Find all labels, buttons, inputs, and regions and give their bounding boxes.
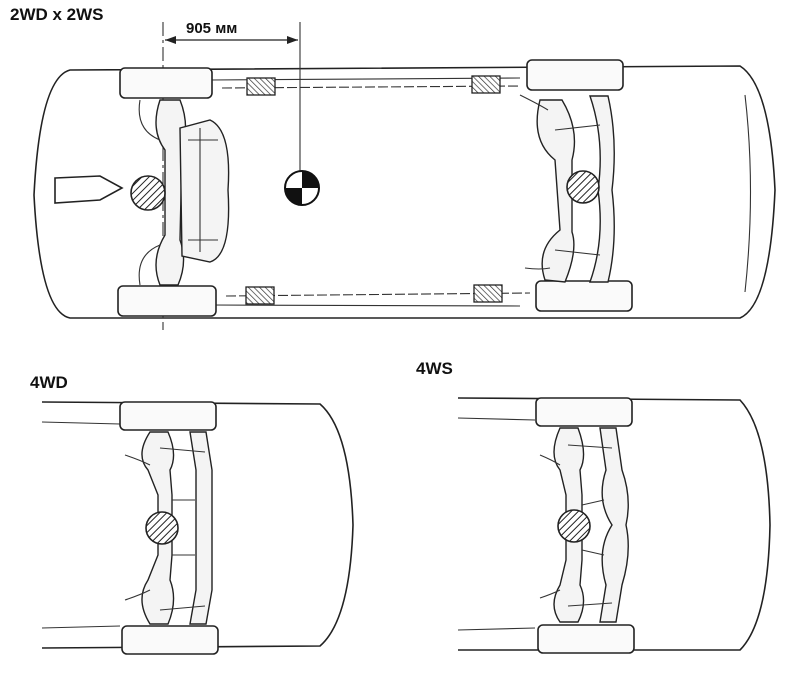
wheel-front-left <box>119 67 213 99</box>
label-2wd-2ws: 2WD x 2WS <box>10 5 104 24</box>
rear-steering-assembly-4ws <box>539 427 629 623</box>
rear-differential-icon <box>566 170 600 204</box>
line-bottom <box>225 284 531 305</box>
label-4wd: 4WD <box>30 373 68 392</box>
rear-drive-assembly-4wd <box>124 431 213 625</box>
car-body-outline <box>33 65 776 319</box>
differential-4ws-icon <box>557 509 591 543</box>
rear-suspension-assembly <box>519 94 615 283</box>
arrow-head-left <box>165 36 176 44</box>
top-diagram-2wd-2ws: 2WD x 2WS 905 мм <box>10 5 776 330</box>
wheel-rear-left <box>526 59 624 91</box>
wheel-4ws-top <box>535 397 633 427</box>
bottom-right-diagram-4ws: 4WS <box>416 359 771 654</box>
car-body-outline-4ws <box>457 397 771 651</box>
differential-4wd-icon <box>145 511 179 545</box>
line-top <box>221 75 521 96</box>
dimension-label: 905 мм <box>186 20 237 37</box>
wheel-4ws-bottom <box>537 624 635 654</box>
bottom-left-diagram-4wd: 4WD <box>30 373 354 655</box>
arrow-head-right <box>287 36 298 44</box>
wheel-4wd-bottom <box>121 625 219 655</box>
car-body-outline-4wd <box>41 401 354 649</box>
center-of-gravity-icon <box>284 170 320 206</box>
front-differential-icon <box>130 175 166 211</box>
wheel-rear-right <box>535 280 633 312</box>
label-4ws: 4WS <box>416 359 453 378</box>
front-engine-assembly <box>54 99 230 286</box>
wheel-4wd-top <box>119 401 217 431</box>
wheel-front-right <box>117 285 217 317</box>
